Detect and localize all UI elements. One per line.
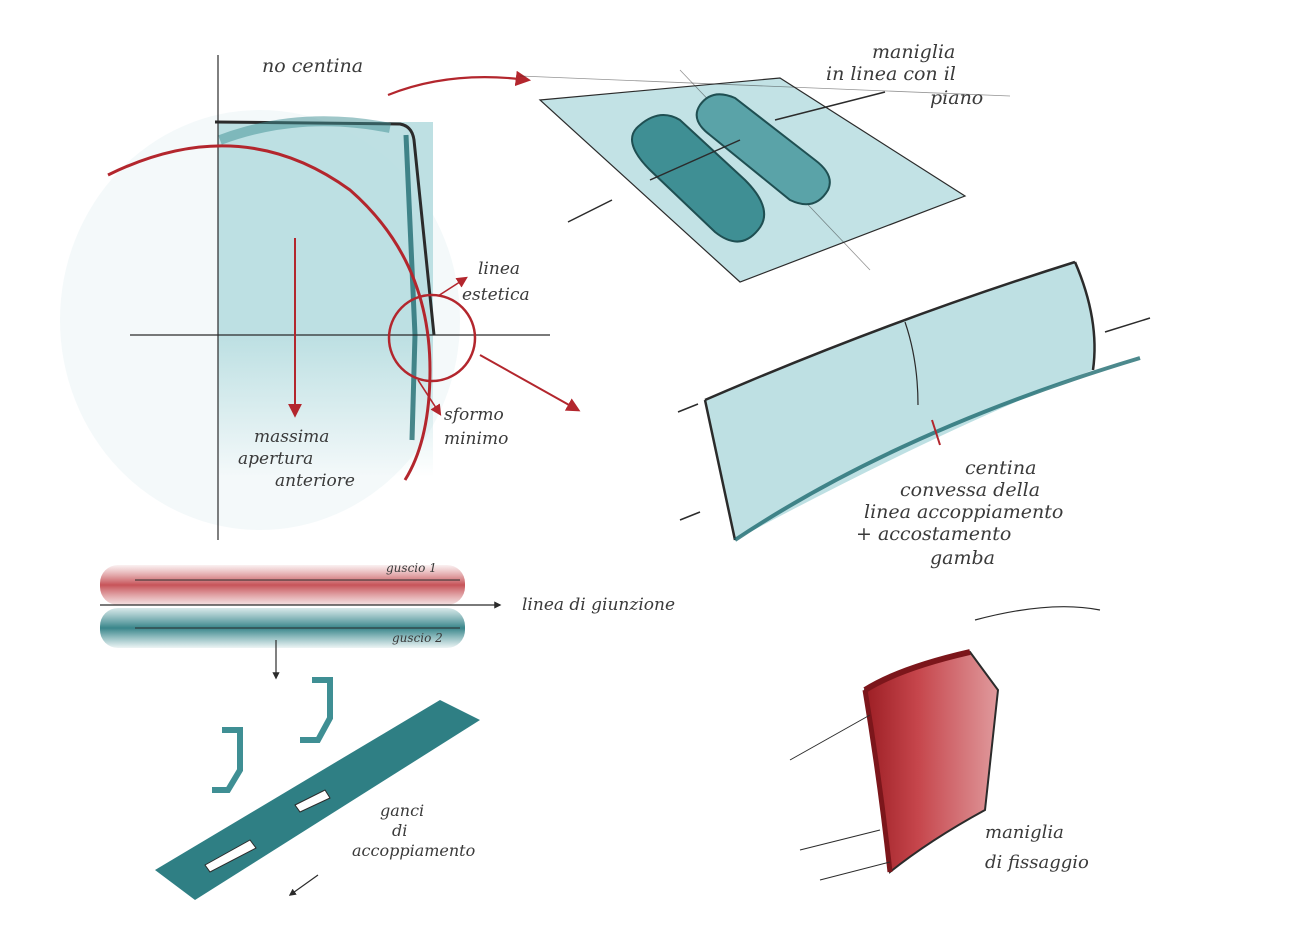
hook-strip-sketch bbox=[155, 677, 480, 900]
note-ganci-3: accoppiamento bbox=[352, 841, 475, 860]
shell-bars-sketch bbox=[100, 565, 502, 680]
note-linea-giunzione: linea di giunzione bbox=[522, 595, 675, 615]
note-centina-1: centina bbox=[965, 457, 1036, 479]
note-centina-3: linea accoppiamento bbox=[864, 501, 1063, 523]
note-linea-estetica-2: estetica bbox=[462, 285, 530, 305]
note-maniglia-fissaggio-1: maniglia bbox=[985, 822, 1064, 843]
note-guscio-2: guscio 2 bbox=[392, 631, 443, 645]
note-no-centina: no centina bbox=[262, 55, 363, 77]
annotations: no centina maniglia in linea con il pian… bbox=[238, 41, 1089, 873]
note-ganci-2: di bbox=[392, 821, 407, 840]
note-centina-2: convessa della bbox=[900, 479, 1040, 501]
note-maniglia-fissaggio-2: di fissaggio bbox=[985, 852, 1089, 873]
note-maniglia-3: piano bbox=[930, 87, 983, 109]
note-sformo-1: sformo bbox=[444, 405, 504, 425]
note-linea-estetica-1: linea bbox=[478, 259, 520, 279]
note-massima-2: apertura bbox=[238, 449, 313, 469]
note-sformo-2: minimo bbox=[444, 429, 508, 449]
note-massima-3: anteriore bbox=[275, 471, 355, 491]
corner-section-sketch bbox=[60, 55, 581, 540]
fixing-handle-sketch bbox=[789, 606, 1101, 881]
note-maniglia-2: in linea con il bbox=[826, 63, 956, 85]
handle-panel-sketch bbox=[519, 69, 1011, 283]
note-maniglia-1: maniglia bbox=[872, 41, 955, 63]
note-centina-4: + accostamento bbox=[856, 523, 1011, 545]
note-guscio-1: guscio 1 bbox=[386, 561, 437, 575]
note-ganci-1: ganci bbox=[380, 801, 424, 820]
note-centina-5: gamba bbox=[930, 547, 995, 569]
curved-shell-sketch bbox=[677, 260, 1151, 542]
note-massima-1: massima bbox=[254, 427, 329, 447]
